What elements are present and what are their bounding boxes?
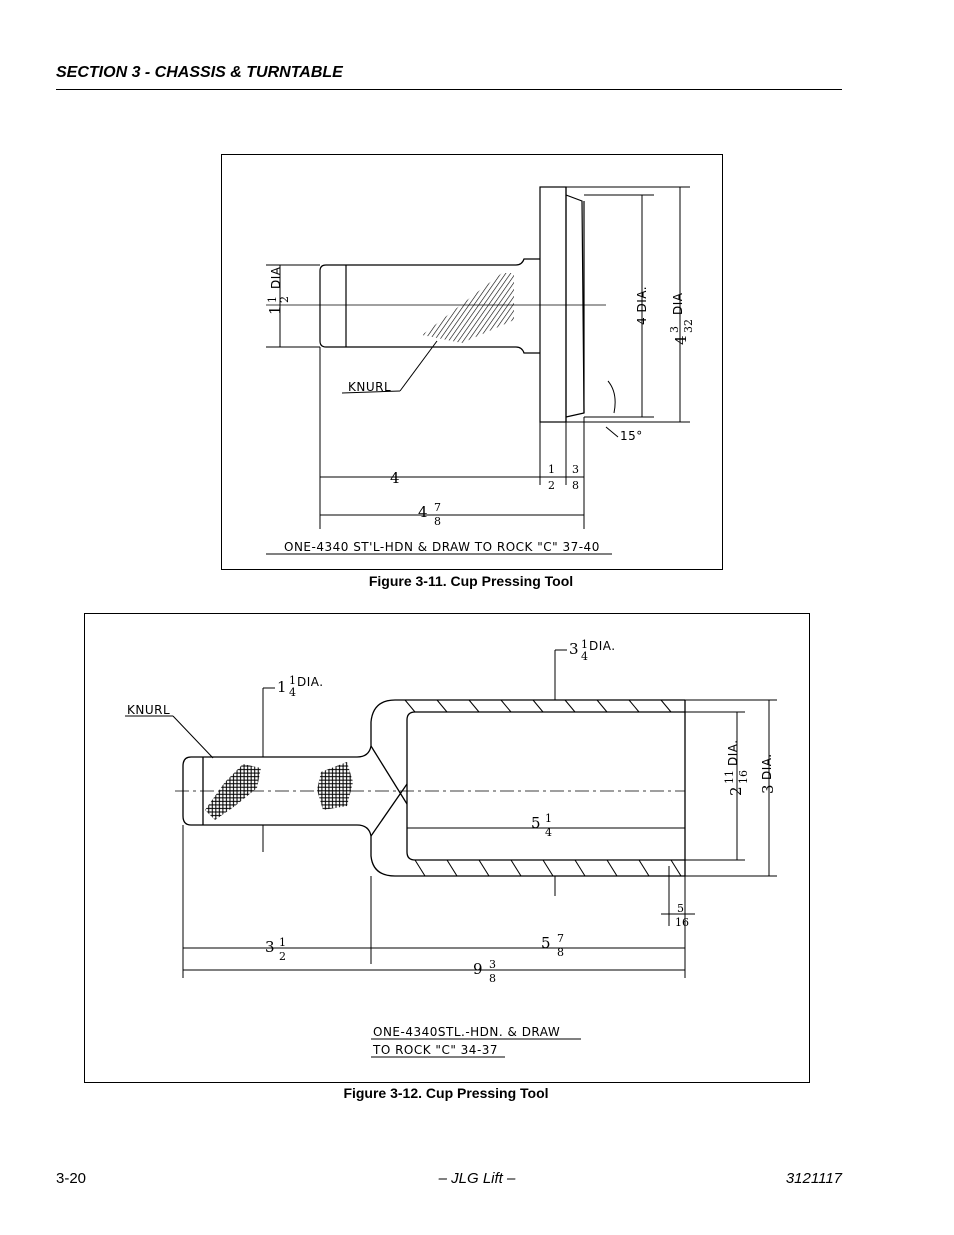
len-3-8-den: 8 [572, 479, 579, 492]
page-number: 3-20 [56, 1170, 87, 1187]
document-number: 3121117 [785, 1170, 842, 1187]
len-total-whole: 4 [418, 503, 428, 521]
len-total-num: 7 [434, 501, 441, 514]
figure-3-11-drawing: KNURL 1 1 2 DIA 4 DIA. 4 3 32 [221, 154, 723, 570]
lip-den: 16 [675, 916, 689, 929]
dia-body-num: 1 [581, 638, 588, 651]
material-note: ONE-4340 ST'L-HDN & DRAW TO ROCK "C" 37-… [284, 540, 600, 554]
figure-3-11-caption: Figure 3-11. Cup Pressing Tool [368, 573, 574, 589]
dia-small-den: 2 [278, 296, 291, 303]
len-4-label: 4 [390, 469, 400, 487]
bore-depth-num: 1 [545, 812, 552, 825]
dia-body-unit: DIA. [589, 639, 616, 653]
body-len-den: 8 [557, 946, 564, 959]
shank-len-num: 1 [279, 936, 286, 949]
shank-len-whole: 3 [265, 938, 275, 956]
knurl-label-2: KNURL [127, 703, 170, 717]
dia-bore-unit: DIA. [726, 739, 740, 766]
header-rule [56, 89, 842, 90]
dia-outer-num: 3 [668, 326, 681, 333]
material-note-line1: ONE-4340STL.-HDN. & DRAW [373, 1025, 560, 1039]
cup-pressing-tool-drawing-1: KNURL 1 1 2 DIA 4 DIA. 4 3 32 [266, 186, 695, 555]
cup-pressing-tool-drawing-2: KNURL 1 1 4 DIA. 3 1 4 DIA. [125, 638, 777, 1058]
dia-outer-whole: 4 [672, 335, 690, 345]
figure-3-12-caption: Figure 3-12. Cup Pressing Tool [343, 1085, 549, 1101]
dia-4-label: 4 DIA. [635, 286, 649, 325]
material-note-line2: TO ROCK "C" 34-37 [372, 1043, 498, 1057]
dia-bore-num: 11 [723, 770, 736, 784]
total-len-whole: 9 [473, 960, 483, 978]
len-total-den: 8 [434, 515, 441, 528]
dia-shank-unit: DIA. [297, 675, 324, 689]
knurl-label: KNURL [348, 380, 391, 394]
len-half-num: 1 [548, 463, 555, 476]
figure-3-12-drawing: KNURL 1 1 4 DIA. 3 1 4 DIA. [84, 613, 810, 1083]
dia-outer-whole-2: 3 [759, 784, 777, 794]
len-3-8-num: 3 [572, 463, 579, 476]
body-len-whole: 5 [541, 934, 551, 952]
dia-bore-den: 16 [737, 770, 750, 784]
section-title: SECTION 3 - CHASSIS & TURNTABLE [56, 64, 343, 81]
dia-outer-unit: DIA [671, 292, 685, 315]
angle-label: 15° [620, 429, 643, 443]
dia-outer-unit-2: DIA. [760, 753, 774, 780]
dia-shank-whole: 1 [277, 678, 287, 696]
dia-small-num: 1 [266, 296, 279, 303]
bore-depth-whole: 5 [531, 814, 541, 832]
dia-body-den: 4 [581, 650, 588, 663]
dia-outer-den: 32 [682, 319, 695, 333]
lip-num: 5 [677, 902, 684, 915]
dia-small-whole: 1 [266, 305, 284, 315]
dia-small-unit: DIA [269, 266, 283, 289]
body-len-num: 7 [557, 932, 564, 945]
bore-depth-den: 4 [545, 826, 552, 839]
dia-body-whole: 3 [569, 640, 579, 658]
dia-shank-den: 4 [289, 686, 296, 699]
dia-bore-whole: 2 [727, 786, 745, 796]
total-len-den: 8 [489, 972, 496, 985]
footer-brand: – JLG Lift – [438, 1170, 516, 1187]
dia-shank-num: 1 [289, 674, 296, 687]
total-len-num: 3 [489, 958, 496, 971]
len-half-den: 2 [548, 479, 555, 492]
shank-len-den: 2 [279, 950, 286, 963]
